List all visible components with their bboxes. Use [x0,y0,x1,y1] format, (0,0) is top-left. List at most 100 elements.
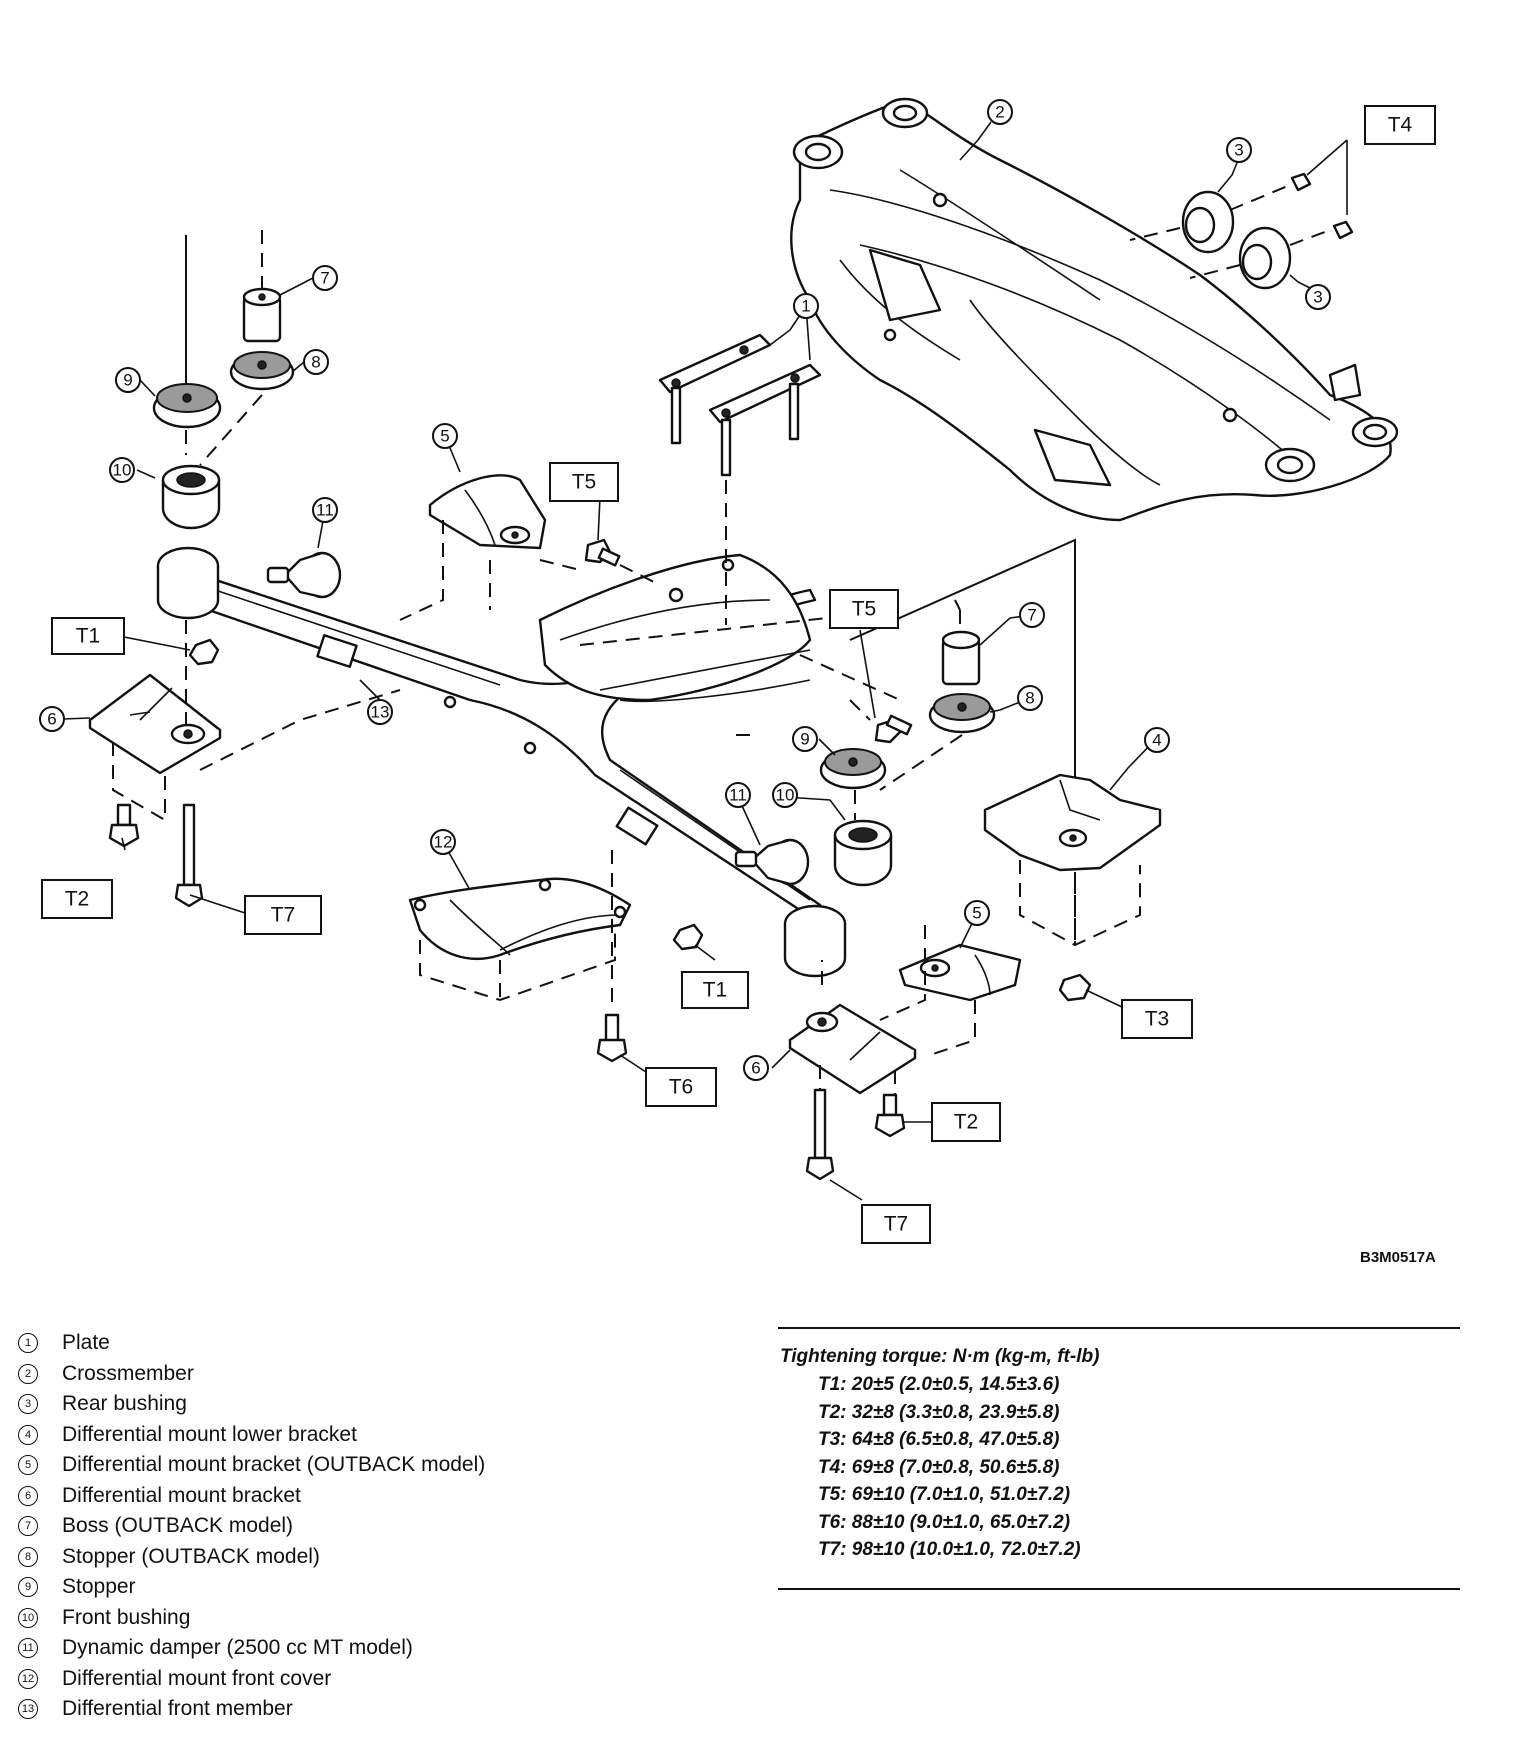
legend-item: 1 Plate [18,1328,718,1359]
svg-text:8: 8 [1025,689,1034,708]
svg-text:3: 3 [1234,141,1243,160]
svg-text:10: 10 [776,786,795,805]
torque-table-title: Tightening torque: N·m (kg-m, ft-lb) [780,1346,1100,1367]
torque-row: T3: 64±8 (6.5±0.8, 47.0±5.8) [818,1429,1060,1450]
legend-number: 11 [18,1638,38,1659]
svg-text:5: 5 [440,427,449,446]
legend-number: 13 [18,1699,38,1720]
figure-code: B3M0517A [1360,1249,1436,1266]
differential-mount-lower-bracket [983,773,1162,947]
torque-row: T7: 98±10 (10.0±1.0, 72.0±7.2) [818,1539,1081,1560]
callout-7-left: 7 [312,265,338,291]
guide-line-b [799,654,901,701]
torque-specification-table: Tightening torque: N·m (kg-m, ft-lb) T1:… [778,1327,1460,1590]
legend-label: Crossmember [62,1361,194,1385]
legend-label: Stopper (OUTBACK model) [62,1544,320,1568]
legend-number: 6 [18,1485,38,1506]
torque-row: T1: 20±5 (2.0±0.5, 14.5±3.6) [818,1374,1060,1395]
svg-text:9: 9 [800,730,809,749]
legend-number: 12 [18,1668,38,1689]
callout-9-right: 9 [792,726,818,752]
legend-number: 1 [18,1333,38,1354]
torque-tag-t7-right: T7 [861,1204,931,1244]
right-bushing-housing-wall [783,924,847,978]
torque-tag-t5-right: T5 [829,589,899,629]
svg-text:7: 7 [1027,606,1036,625]
legend-number: 3 [18,1394,38,1415]
torque-tag-t3: T3 [1121,999,1193,1039]
torque-row: T4: 69±8 (7.0±0.8, 50.6±5.8) [818,1456,1060,1478]
svg-text:T5: T5 [852,598,877,621]
right-bolts [805,1088,906,1181]
svg-text:11: 11 [729,786,747,805]
callout-11-left: 11 [312,497,338,523]
torque-tag-t2-left: T2 [41,879,113,919]
torque-tag-t6: T6 [645,1067,717,1107]
torque-tag-t5-top: T5 [549,462,619,502]
svg-text:11: 11 [316,501,334,520]
legend-item: 6 Differential mount bracket [18,1481,718,1512]
rear-bushing-part [1129,172,1354,290]
legend-item: 5 Differential mount bracket (OUTBACK mod… [18,1450,718,1481]
callout-3-top: 3 [1226,137,1252,163]
t1-nut-right [672,923,704,951]
torque-tag-t7-left: T7 [244,895,322,935]
callout-12: 12 [430,829,456,855]
differential-mount-front-cover [408,877,632,1002]
svg-text:T7: T7 [884,1213,909,1236]
left-bracket-guide [112,742,166,822]
dynamic-damper-right [734,838,810,886]
torque-tag-t1-left: T1 [51,617,125,655]
legend-number: 2 [18,1363,38,1384]
svg-text:13: 13 [371,703,390,722]
callout-8-left: 8 [303,349,329,375]
svg-text:3: 3 [1313,288,1322,307]
callout-1: 1 [793,293,819,319]
legend-number: 5 [18,1455,38,1476]
svg-text:T2: T2 [65,888,90,911]
callout-10-left: 10 [109,457,135,483]
exploded-parts-diagram: 1 2 3 3 4 5 5 6 6 7 7 8 8 9 9 10 10 11 1… [39,97,1436,1266]
t1-nut-left [188,638,220,666]
svg-text:9: 9 [123,371,132,390]
differential-mount-bracket-bottom [879,925,1022,1056]
callout-3-bottom: 3 [1305,284,1331,310]
svg-text:T5: T5 [572,471,597,494]
legend-item: 2 Crossmember [18,1359,718,1390]
legend-label: Differential mount bracket [62,1483,301,1507]
callout-9-left: 9 [115,367,141,393]
guide-line-c [849,538,1076,780]
svg-text:T1: T1 [76,625,101,648]
t6-bolt [596,850,628,1063]
legend-label: Differential front member [62,1697,293,1721]
svg-text:6: 6 [751,1059,760,1078]
callout-13: 13 [367,699,393,725]
differential-mount-bracket-left [88,673,222,775]
guide-line-a [579,609,901,646]
dynamic-damper-left [266,551,342,599]
torque-tag-t1-right: T1 [681,971,749,1009]
callout-7-right: 7 [1019,602,1045,628]
legend-label: Plate [62,1331,110,1355]
legend-label: Differential mount lower bracket [62,1422,357,1446]
torque-tag-t2-right: T2 [931,1102,1001,1142]
svg-text:2: 2 [995,103,1004,122]
callout-5-top: 5 [432,423,458,449]
right-mount-stack [819,599,996,887]
svg-text:5: 5 [972,904,981,923]
differential-mount-bracket-top [399,474,581,621]
svg-text:8: 8 [311,353,320,372]
callout-5-bottom: 5 [964,900,990,926]
legend-label: Stopper [62,1575,136,1599]
callout-11-right: 11 [725,782,751,808]
callout-6-left: 6 [39,706,65,732]
legend-label: Differential mount bracket (OUTBACK mode… [62,1453,486,1477]
svg-text:12: 12 [434,833,453,852]
left-mount-stack [152,230,295,530]
